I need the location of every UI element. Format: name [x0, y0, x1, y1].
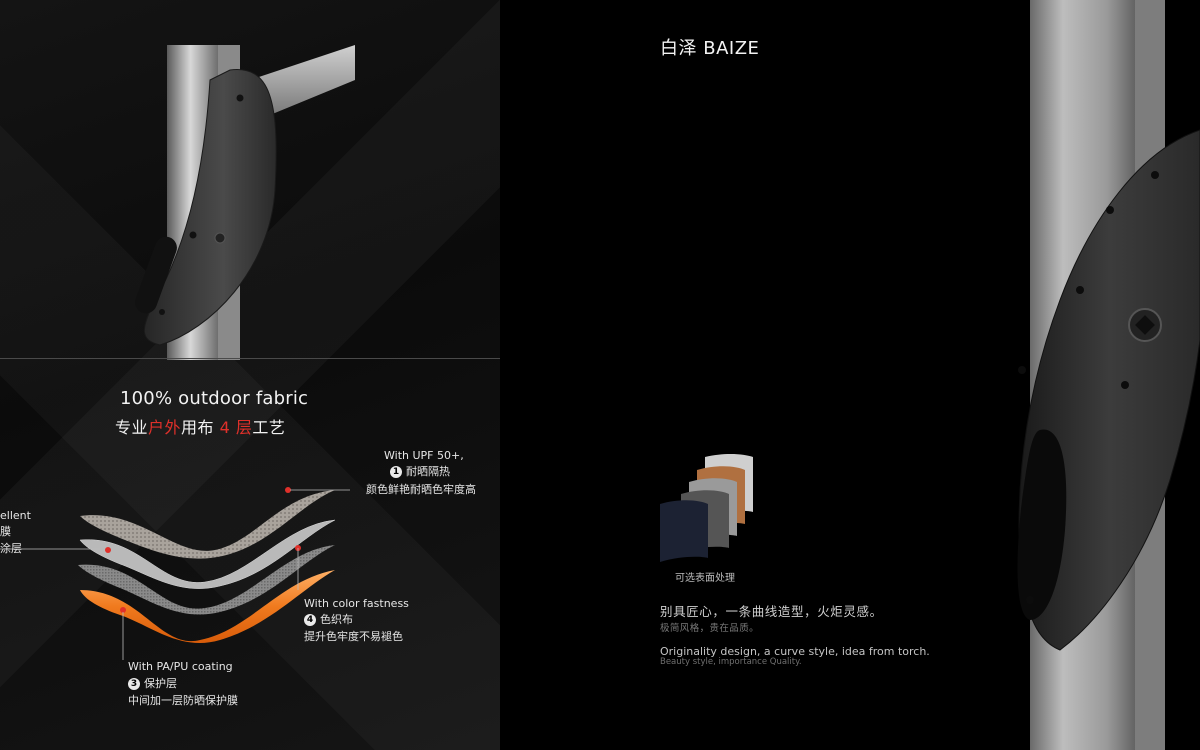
layer1-desc: 颜色鲜艳耐晒色牢度高: [366, 483, 476, 496]
swatch-navy: [660, 500, 708, 562]
fabric-layers-diagram: [0, 487, 350, 660]
layer-orange: [80, 570, 335, 644]
layer4-title: With color fastness: [304, 597, 409, 610]
layer3-title: With PA/PU coating: [128, 660, 233, 673]
layer-film: [79, 519, 336, 589]
umbrella-joint-closeup: [1017, 0, 1200, 750]
layer3-desc: 中间加一层防晒保护膜: [128, 694, 238, 707]
layer2-desc: 涂层: [0, 542, 22, 555]
right-page: 白泽 BAIZE 可选表面处理 别具匠心，一条曲线造型，火炬灵感。: [500, 0, 1200, 750]
layer1-title: With UPF 50+,: [384, 449, 464, 462]
fabric-heading-zh: 专业户外用布 4 层工艺: [115, 418, 286, 437]
layer-top-weave: [80, 490, 335, 559]
umbrella-joint-photo: [135, 45, 355, 360]
slogan-en-sub: Beauty style, importance Quality.: [660, 657, 802, 667]
slogan-zh: 别具匠心，一条曲线造型，火炬灵感。: [660, 604, 883, 619]
slogan-zh-sub: 极简风格，贵在品质。: [660, 623, 760, 634]
fabric-heading-en: 100% outdoor fabric: [120, 388, 309, 409]
section-divider: [0, 358, 500, 359]
finish-caption: 可选表面处理: [675, 573, 735, 584]
surface-finish-swatches: [660, 453, 753, 562]
layer2-title: ellent: [0, 509, 31, 522]
marker-dot: [285, 487, 291, 493]
layer2-name: 膜: [0, 525, 11, 538]
marker-dot: [120, 607, 126, 613]
layer4-desc: 提升色牢度不易褪色: [304, 630, 403, 643]
layer-mesh: [78, 545, 335, 615]
marker-dot: [105, 547, 111, 553]
brand-title: 白泽 BAIZE: [660, 38, 760, 59]
slogan-en: Originality design, a curve style, idea …: [660, 645, 930, 658]
left-page: 100% outdoor fabric 专业户外用布 4 层工艺: [0, 0, 500, 750]
